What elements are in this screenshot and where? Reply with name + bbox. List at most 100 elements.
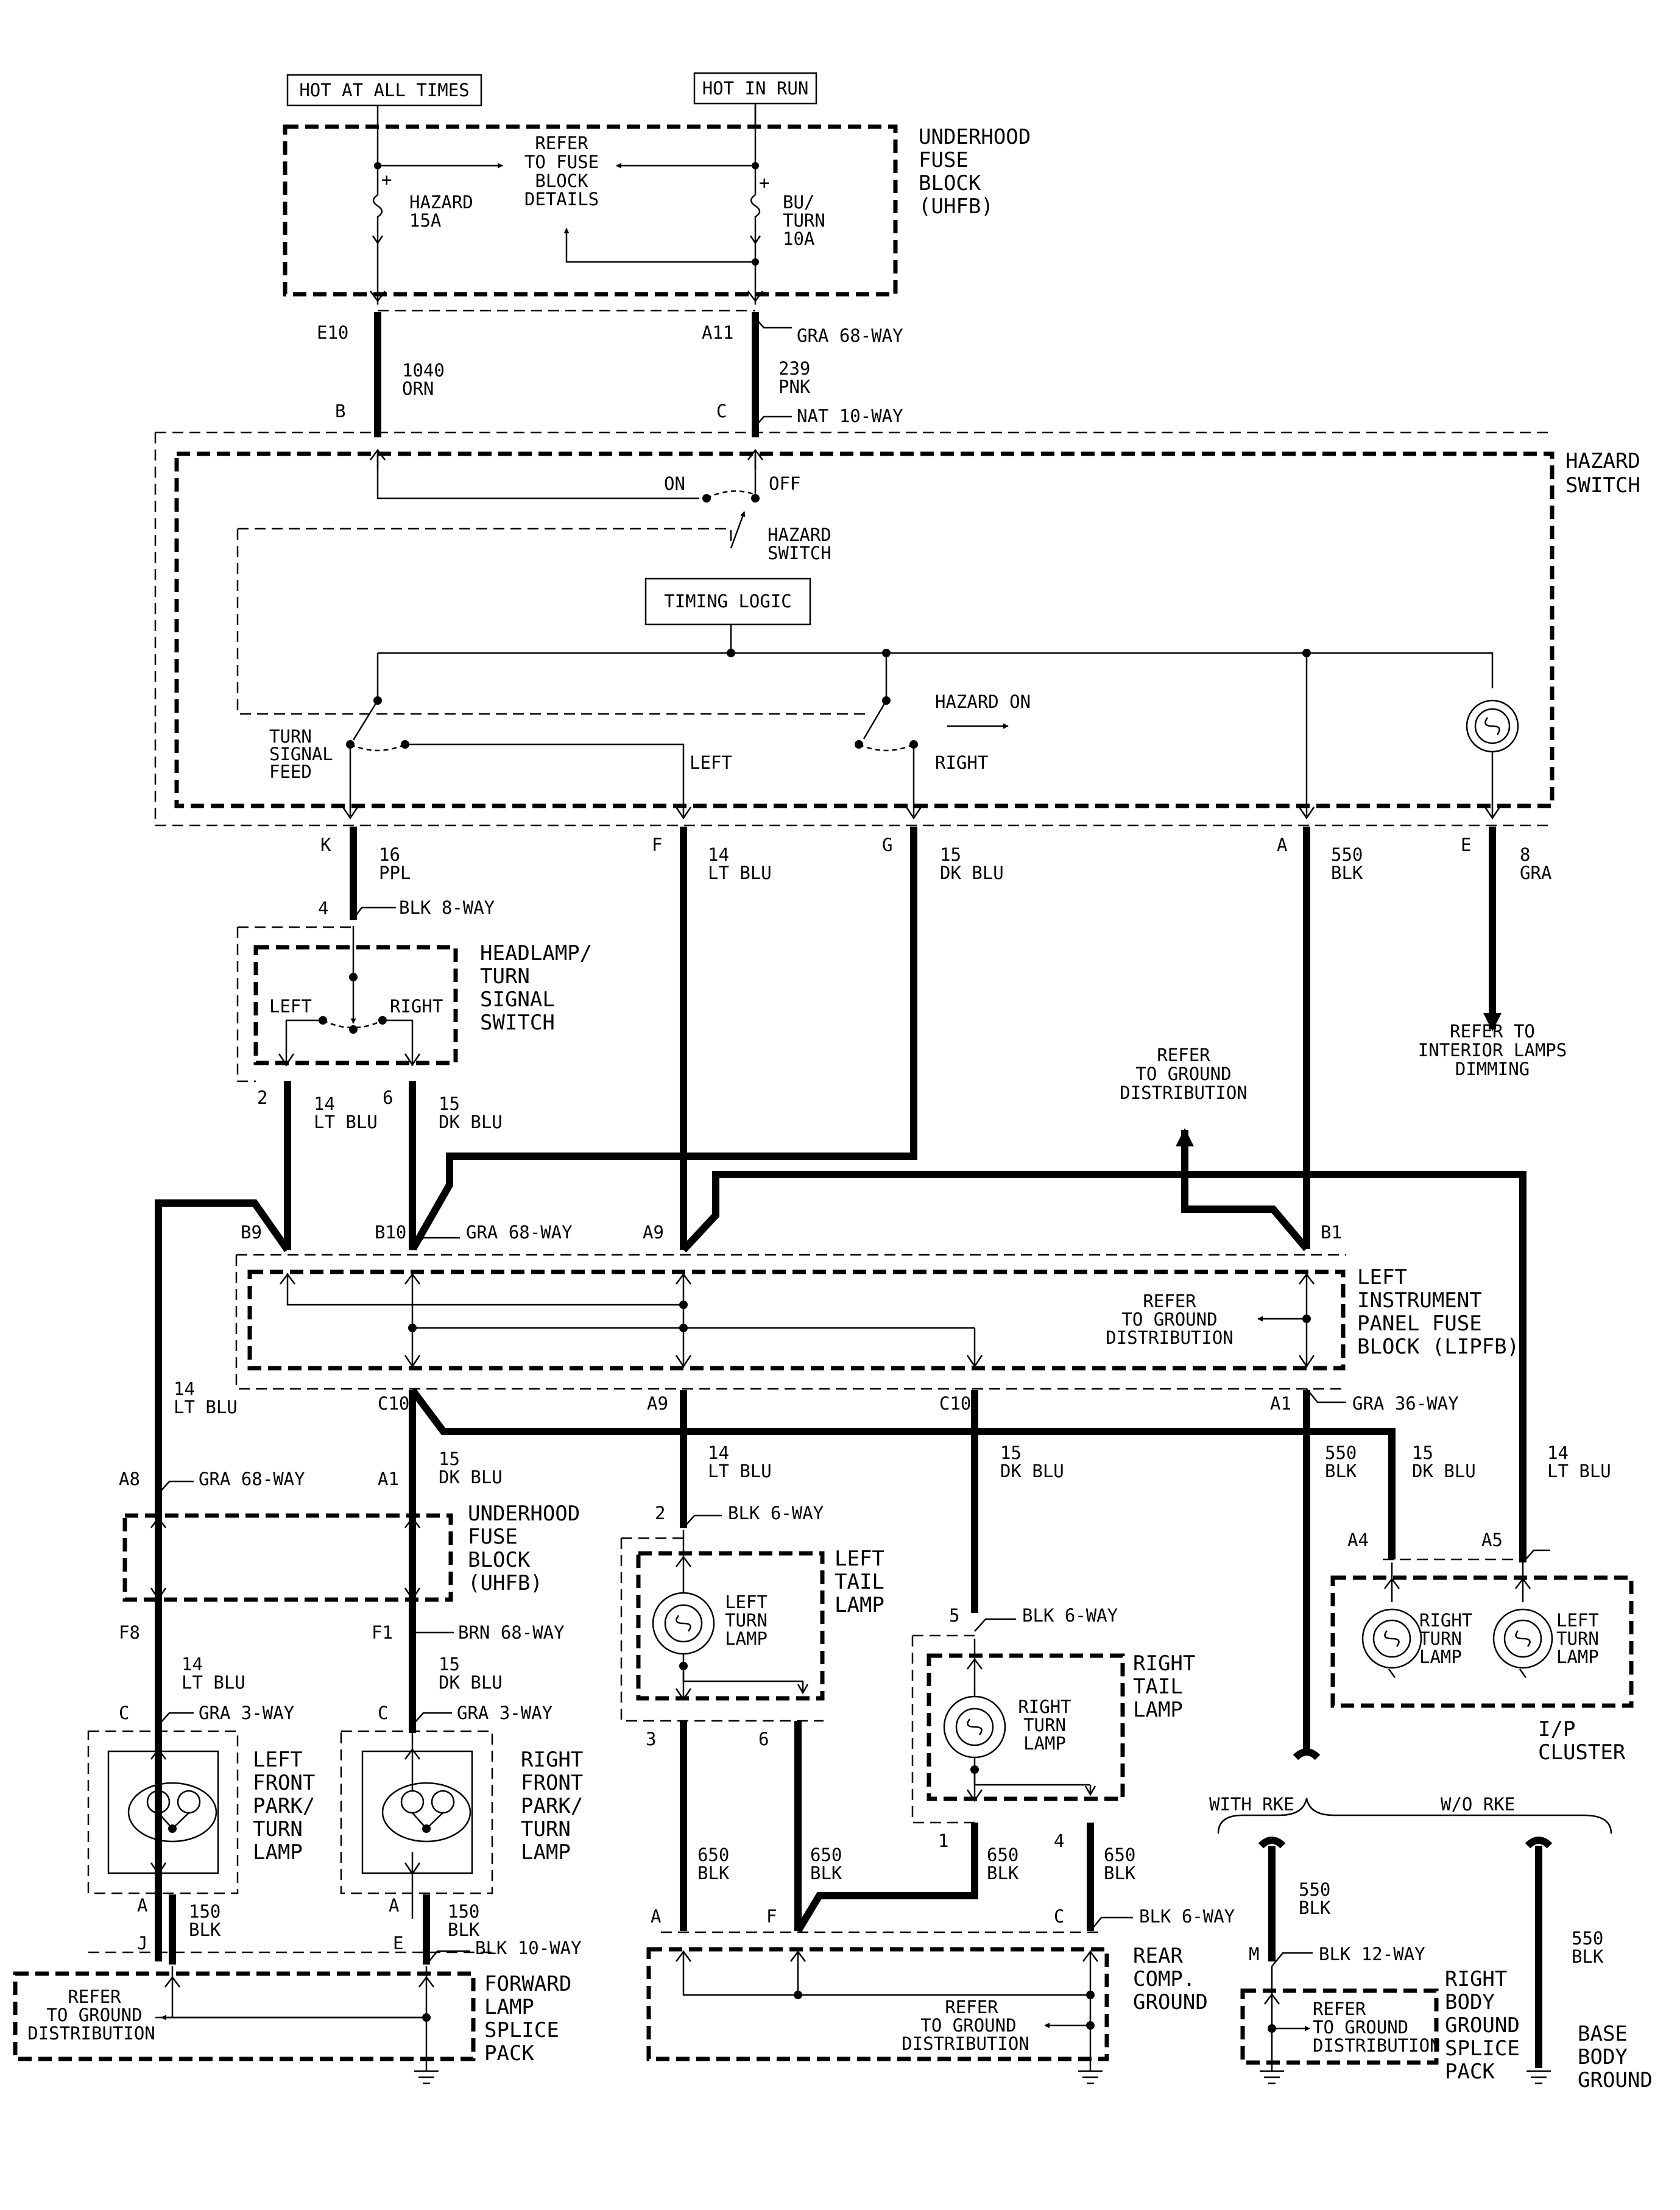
ip-right-turn-lamp: RIGHT TURN LAMP [1419,1610,1472,1667]
svg-text:(UHFB): (UHFB) [919,194,994,219]
svg-text:A: A [651,1906,661,1927]
svg-text:REFER: REFER [535,133,588,154]
refer-fuse-block-details: REFER TO FUSE BLOCK DETAILS [524,133,599,210]
svg-text:TURN: TURN [1023,1715,1066,1735]
svg-text:J: J [137,1933,147,1954]
wire-150-blk-r: 150 BLK [448,1901,480,1940]
svg-text:PPL: PPL [379,863,411,883]
svg-text:BLK 6-WAY: BLK 6-WAY [1139,1906,1235,1927]
svg-text:LEFT: LEFT [690,752,732,773]
svg-text:INSTRUMENT: INSTRUMENT [1357,1288,1482,1313]
svg-text:TURN: TURN [1419,1628,1462,1649]
svg-text:LAMP: LAMP [1419,1647,1462,1667]
svg-text:HOT AT ALL TIMES: HOT AT ALL TIMES [299,80,469,101]
svg-text:BLOCK (LIPFB): BLOCK (LIPFB) [1357,1335,1519,1359]
svg-text:2: 2 [257,1087,267,1108]
wire-650-blk-1: 650 BLK [987,1845,1019,1883]
svg-text:TO GROUND: TO GROUND [46,2005,142,2025]
svg-text:NAT 10-WAY: NAT 10-WAY [797,406,903,426]
svg-text:BLK: BLK [448,1919,480,1940]
right-body-splice-title: RIGHT BODY GROUND SPLICE PACK [1445,1967,1520,2084]
svg-text:BLK: BLK [1331,863,1363,883]
svg-text:BLK: BLK [189,1919,221,1940]
svg-text:550: 550 [1331,844,1363,865]
svg-text:GROUND: GROUND [1578,2068,1653,2092]
svg-text:GRA 36-WAY: GRA 36-WAY [1352,1393,1459,1414]
svg-text:LT BLU: LT BLU [182,1672,245,1693]
svg-text:B9: B9 [241,1222,262,1243]
hazard-switch-inner-label: HAZARD SWITCH [768,524,831,563]
svg-text:TO FUSE: TO FUSE [524,152,599,172]
svg-text:LAMP: LAMP [725,1628,768,1649]
svg-text:TURN: TURN [480,964,530,989]
wire-550-blk-a: 550 BLK [1331,844,1363,883]
svg-text:PNK: PNK [778,376,811,397]
svg-text:15: 15 [439,1093,460,1114]
svg-text:SPLICE: SPLICE [1445,2036,1520,2061]
svg-text:A5: A5 [1481,1530,1503,1550]
svg-text:14: 14 [314,1093,335,1114]
svg-text:BLK: BLK [1104,1863,1136,1883]
svg-text:TURN: TURN [725,1610,768,1631]
svg-text:TAIL: TAIL [835,1570,884,1594]
svg-text:SPLICE: SPLICE [484,2018,559,2042]
svg-text:SIGNAL: SIGNAL [269,744,333,764]
turn-signal-feed-label: TURN SIGNAL FEED [269,726,333,782]
svg-text:E: E [393,1933,403,1954]
svg-text:LT BLU: LT BLU [174,1397,238,1417]
svg-text:A9: A9 [643,1222,664,1243]
wire-650-blk-6: 650 BLK [810,1845,842,1883]
svg-text:LAMP: LAMP [1133,1698,1183,1722]
uhfb-mid-box [122,1513,453,1602]
svg-text:REFER: REFER [945,1997,998,2018]
svg-text:BLOCK: BLOCK [919,171,981,196]
svg-text:REFER: REFER [1313,1999,1366,2019]
svg-text:UNDERHOOD: UNDERHOOD [919,125,1031,149]
svg-text:HAZARD: HAZARD [409,192,473,213]
svg-text:14: 14 [708,1442,729,1463]
svg-text:F1: F1 [372,1622,393,1643]
svg-text:LT BLU: LT BLU [708,1461,772,1481]
svg-text:G: G [882,835,892,855]
svg-text:A4: A4 [1347,1530,1369,1550]
svg-text:DISTRIBUTION: DISTRIBUTION [27,2023,155,2044]
svg-text:HAZARD: HAZARD [1565,449,1640,473]
svg-text:LT BLU: LT BLU [314,1112,378,1132]
svg-text:BLK: BLK [697,1863,730,1883]
svg-text:COMP.: COMP. [1133,1967,1195,1991]
refer-ground-upper: REFER TO GROUND DISTRIBUTION [1120,1045,1248,1103]
svg-text:650: 650 [810,1845,842,1865]
hazard-switch-title: HAZARD SWITCH [1565,449,1640,498]
ground-symbol-base [1526,2070,1551,2085]
svg-text:8: 8 [1520,844,1530,865]
svg-text:HOT IN RUN: HOT IN RUN [702,78,809,99]
svg-text:REFER: REFER [1143,1291,1196,1312]
refer-ground-forward: REFER TO GROUND DISTRIBUTION [27,1986,155,2044]
svg-text:550: 550 [1325,1442,1357,1463]
svg-text:150: 150 [448,1901,479,1922]
svg-text:DISTRIBUTION: DISTRIBUTION [1313,2035,1441,2056]
svg-text:A1: A1 [378,1469,399,1489]
forward-splice-box [13,1971,476,2061]
svg-text:B1: B1 [1321,1222,1342,1243]
wire-14-ltblu-f8: 14 LT BLU [182,1654,245,1693]
svg-text:15A: 15A [409,210,441,231]
svg-text:1040: 1040 [402,360,445,381]
right-tail-lamp-box [926,1653,1125,1801]
svg-text:E: E [1461,835,1471,855]
svg-text:RIGHT: RIGHT [1445,1967,1507,1991]
svg-text:GRA: GRA [1520,863,1551,883]
right-turn-lamp-label: RIGHT TURN LAMP [1018,1696,1071,1754]
svg-text:TURN: TURN [1556,1628,1599,1649]
svg-text:BASE: BASE [1578,2022,1628,2046]
svg-text:BLOCK: BLOCK [535,171,588,191]
svg-text:15: 15 [940,844,961,865]
svg-text:PARK/: PARK/ [253,1794,315,1818]
svg-text:FUSE: FUSE [468,1525,518,1549]
svg-text:16: 16 [379,844,400,865]
svg-text:DK BLU: DK BLU [439,1467,503,1488]
svg-text:F: F [652,835,662,855]
svg-text:C: C [378,1703,388,1723]
wire-650-blk-3: 650 BLK [697,1845,730,1883]
